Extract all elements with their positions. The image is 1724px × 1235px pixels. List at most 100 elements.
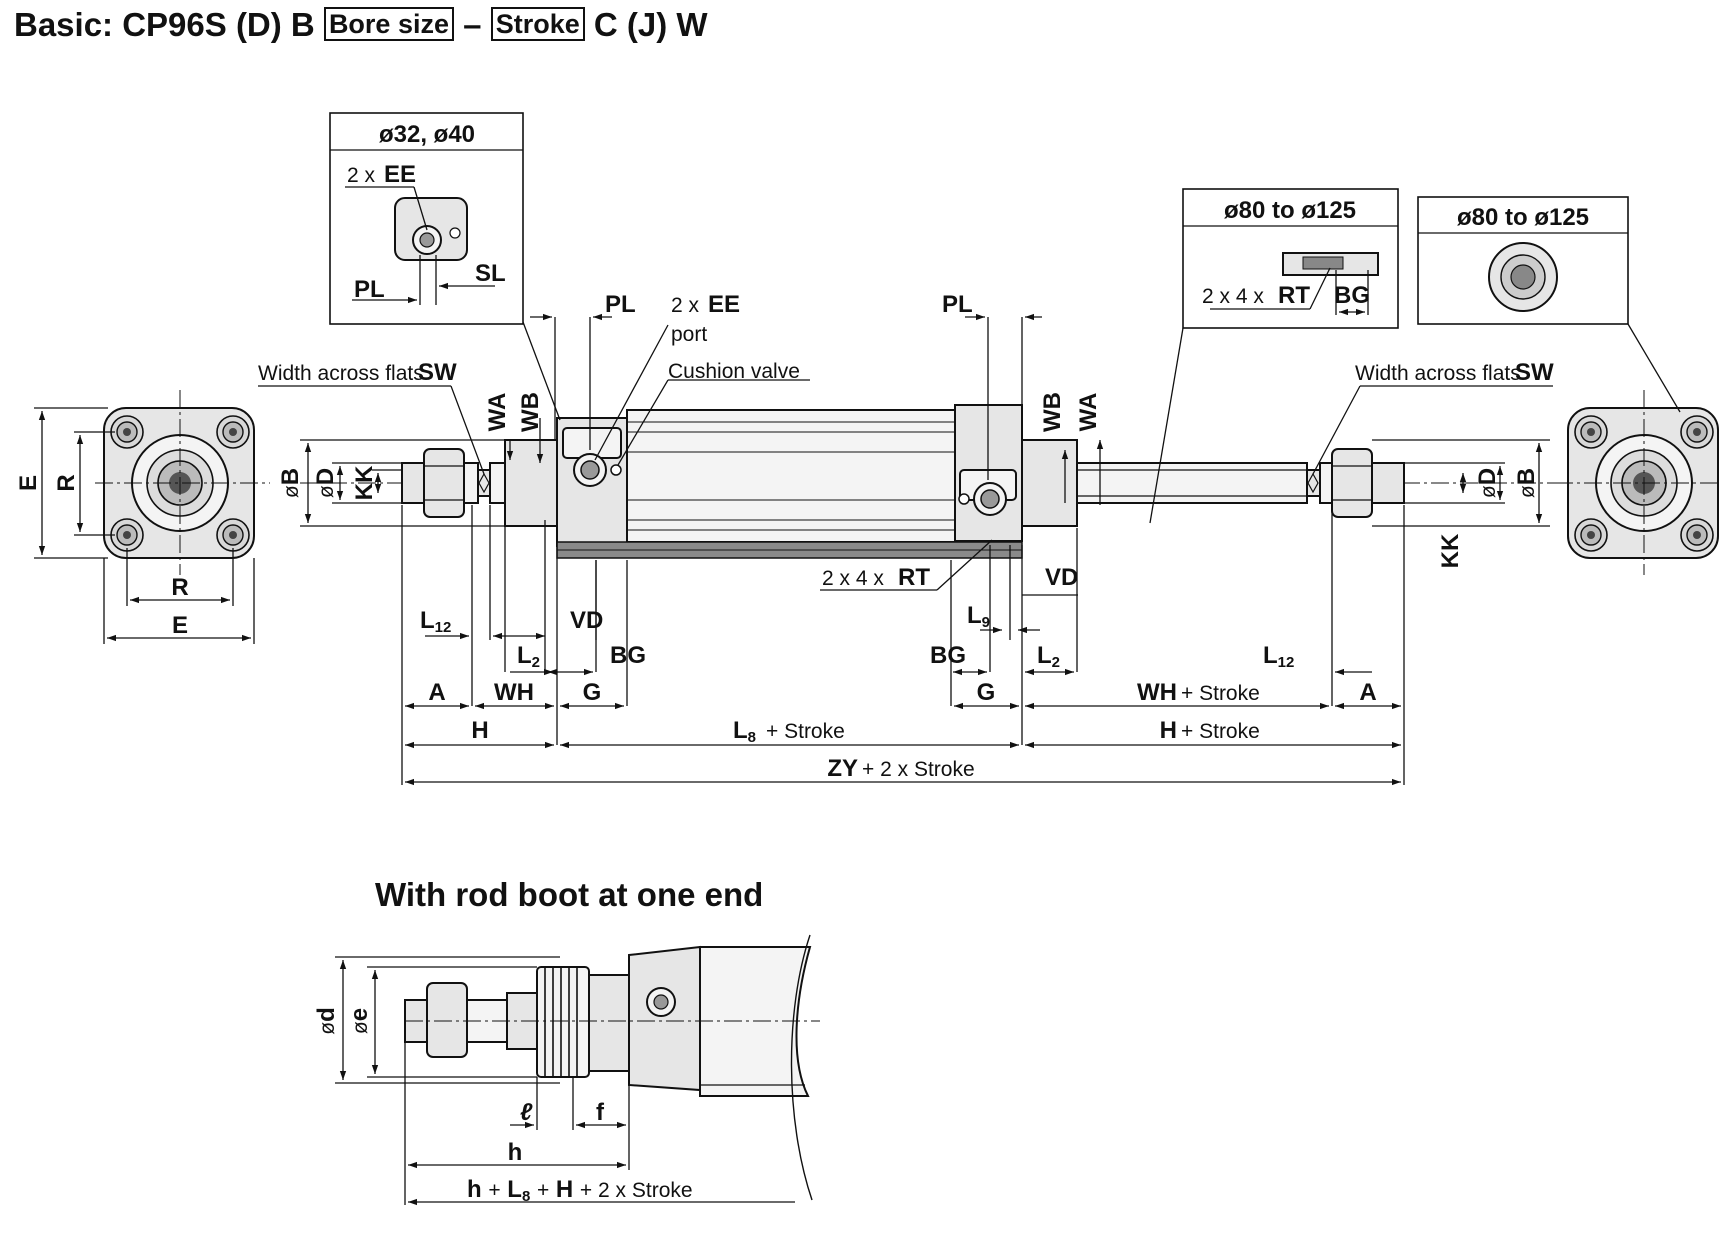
dim-R-horizontal: R (171, 574, 188, 601)
inset-rt: RT (1278, 282, 1310, 309)
boot-d: ød (313, 1007, 340, 1035)
b-left-letter: B (277, 468, 304, 485)
sw-left: SW (418, 359, 457, 386)
boot-total: h + L8 + H + 2 x Stroke (467, 1176, 693, 1207)
wa-left: WA (484, 393, 511, 432)
ee-label: EE (708, 291, 740, 318)
inset-bg: BG (1334, 282, 1370, 309)
boot-f: f (596, 1099, 605, 1126)
l9-sub: 9 (982, 614, 990, 631)
stroke-box: Stroke (490, 7, 585, 41)
dim-E-horizontal: E (172, 612, 188, 639)
ee-prefix: 2 x (671, 294, 700, 317)
bg-left: BG (610, 642, 646, 669)
rt-prefix: 2 x 4 x (822, 567, 884, 590)
pl-left: PL (605, 291, 636, 318)
rt-label: RT (898, 564, 930, 591)
title-dash: – (463, 6, 482, 43)
inset-title-large-bore-right: ø80 to ø125 (1457, 204, 1589, 231)
inset-small-bore (329, 112, 524, 325)
a-left: A (428, 679, 445, 706)
title-suffix: C (J) W (593, 6, 708, 43)
boot-h: h (508, 1139, 523, 1166)
dim-E-vertical: E (15, 475, 42, 491)
l8-letter: L (733, 717, 748, 744)
dimension-lines (258, 313, 1681, 786)
wb-right: WB (1039, 392, 1066, 432)
boot-d-letter: d (313, 1007, 340, 1022)
a-right: A (1359, 679, 1376, 706)
bore-size-box: Bore size (323, 7, 454, 41)
d-left-letter: D (312, 468, 339, 485)
boot-e: øe (346, 1008, 373, 1034)
sw-right-text: Width across flats (1355, 362, 1521, 385)
wh-right: WH (1137, 679, 1177, 706)
l9: L9 (967, 602, 990, 631)
d-right-letter: D (1474, 468, 1501, 485)
l2-right-sub: 2 (1052, 654, 1060, 671)
boot-total-H: H (556, 1176, 573, 1203)
l9-letter: L (967, 602, 982, 629)
d-left: øD (312, 468, 339, 498)
dim-R-vertical: R (53, 474, 80, 491)
vd-left: VD (570, 607, 603, 634)
boot-total-l: L (507, 1176, 522, 1203)
inset-large-bore-left (1182, 188, 1399, 329)
d-right: øD (1474, 468, 1501, 498)
inset-large-bore-right (1417, 196, 1629, 325)
l2-left-letter: L (517, 642, 532, 669)
boot-l: ℓ (520, 1099, 533, 1126)
vd-right: VD (1045, 564, 1078, 591)
right-end-view (1555, 390, 1722, 575)
bg-right: BG (930, 642, 966, 669)
boot-d-dia: ø (316, 1022, 339, 1035)
zy: ZY (827, 755, 858, 782)
l12-right-sub: 12 (1278, 654, 1295, 671)
b-right-dia: ø (1516, 485, 1539, 498)
page-title: Basic: CP96S (D) B Bore size – Stroke C … (14, 6, 708, 44)
kk-right: KK (1437, 533, 1464, 568)
g-right: G (977, 679, 996, 706)
b-left-dia: ø (280, 485, 303, 498)
wh-left: WH (494, 679, 534, 706)
title-prefix: Basic: CP96S (D) B (14, 6, 315, 43)
boot-total-plus2: + (537, 1179, 549, 1202)
boot-e-letter: e (346, 1008, 373, 1021)
inset-sl: SL (475, 260, 506, 287)
inset-title-small-bore: ø32, ø40 (379, 121, 475, 148)
zy-stroke: + 2 x Stroke (862, 758, 975, 781)
boot-total-h: h (467, 1176, 482, 1203)
wh-right-stroke: + Stroke (1181, 682, 1260, 705)
rod-boot-view (335, 934, 820, 1206)
boot-total-plus1: + (488, 1179, 500, 1202)
inset-ee: EE (384, 161, 416, 188)
l8-stroke: + Stroke (766, 720, 845, 743)
l12-left-sub: 12 (435, 619, 452, 636)
d-left-dia: ø (315, 485, 338, 498)
boot-total-l-sub: 8 (522, 1188, 530, 1205)
inset-ee-prefix: 2 x (347, 164, 376, 187)
wa-right: WA (1075, 393, 1102, 432)
sw-left-text: Width across flats (258, 362, 424, 385)
l8-sub: 8 (748, 729, 756, 746)
inset-pl: PL (354, 276, 385, 303)
d-right-dia: ø (1477, 485, 1500, 498)
left-end-view: E R R E (15, 390, 270, 644)
cylinder-side-view (300, 404, 1555, 559)
h-right-stroke: + Stroke (1181, 720, 1260, 743)
cushion-valve-label: Cushion valve (668, 360, 800, 383)
h-left: H (471, 717, 488, 744)
l2-left: L2 (517, 642, 540, 671)
dimension-labels: ø32, ø40 ø80 to ø125 ø80 to ø125 2 x EE … (258, 121, 1589, 1207)
kk-left: KK (351, 465, 378, 500)
pl-right: PL (942, 291, 973, 318)
l8: L8 (733, 717, 756, 746)
b-left: øB (277, 468, 304, 498)
port-label: port (671, 323, 707, 346)
boot-total-tail: + 2 x Stroke (580, 1179, 693, 1202)
rod-boot-subtitle: With rod boot at one end (375, 876, 764, 913)
inset-rt-prefix: 2 x 4 x (1202, 285, 1264, 308)
l2-right-letter: L (1037, 642, 1052, 669)
l2-right: L2 (1037, 642, 1060, 671)
b-right-letter: B (1513, 468, 1540, 485)
